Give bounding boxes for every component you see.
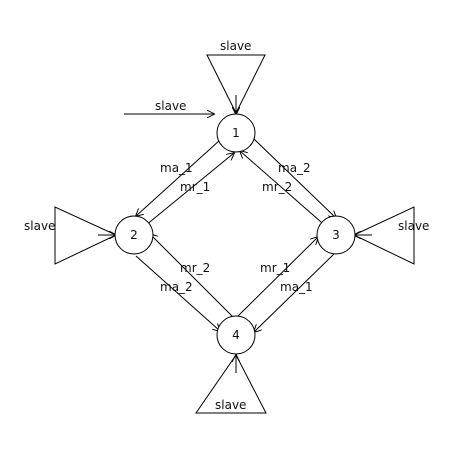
initial-transition: slave [124,99,214,114]
self-loop-triangle [206,54,266,115]
edge-arrow-ma_2 [135,255,220,331]
edge-2-1: mr_1 [139,153,234,231]
edge-label: mr_1 [180,180,210,194]
edge-4-2: mr_2 [150,234,235,319]
self-loop-label: slave [398,219,429,233]
edge-arrow-mr_2 [150,234,235,319]
self-loop-label: slave [220,39,251,53]
node-circle [114,215,154,255]
self-loop-triangle [352,206,415,265]
self-loop-label: slave [24,219,55,233]
edge-arrow-ma_1 [136,139,221,216]
edge-label: mr_1 [260,261,290,275]
initial-label: slave [155,99,186,113]
edge-3-1: mr_2 [240,151,330,230]
node-1: 1 [216,113,256,153]
node-circle [316,215,356,255]
edge-label: ma_2 [160,280,193,294]
node-2: 2 [114,215,154,255]
self-loop-node-4: slave [195,354,267,414]
edge-arrow-mr_1 [139,153,234,231]
edge-label: ma_1 [280,280,313,294]
edge-label: mr_2 [180,261,210,275]
node-label: 3 [332,228,340,242]
node-4: 4 [216,315,256,355]
edge-1-2: ma_1 [136,139,221,216]
edge-2-4: ma_2 [135,255,220,331]
self-loop-node-3: slave [352,206,429,265]
edge-arrow-ma_1 [254,253,335,332]
edge-label: ma_1 [160,161,193,175]
self-loop-triangle [195,354,267,414]
edge-3-4: ma_1 [254,253,335,332]
edge-1-3: ma_2 [253,138,336,218]
node-3: 3 [316,215,356,255]
node-label: 4 [232,328,240,342]
node-label: 2 [130,228,138,242]
edge-label: mr_2 [262,180,292,194]
node-circle [216,113,256,153]
node-label: 1 [232,126,240,140]
edge-arrow-mr_2 [240,151,330,230]
self-loop-node-1: slave [206,39,266,115]
self-loop-node-2: slave [24,206,118,265]
edge-4-3: mr_1 [235,237,318,319]
edge-arrow-mr_1 [235,237,318,319]
edge-label: ma_2 [278,161,311,175]
edge-arrow-ma_2 [253,138,336,218]
self-loop-triangle [54,206,118,265]
self-loop-label: slave [215,398,246,412]
node-circle [216,315,256,355]
